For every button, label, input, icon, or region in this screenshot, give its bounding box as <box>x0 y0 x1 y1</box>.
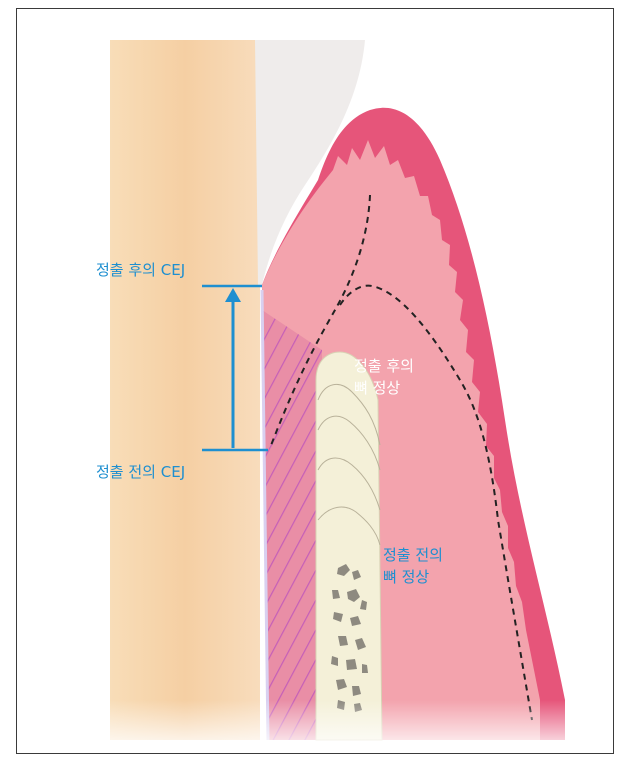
bottom-fade <box>17 700 613 755</box>
label-cej-after: 정출 후의 CEJ <box>96 260 185 280</box>
label-bone-before-line1: 정출 전의 <box>383 545 443 566</box>
label-cej-before: 정출 전의 CEJ <box>96 462 185 482</box>
label-bone-before-line2: 뼈 정상 <box>383 567 429 588</box>
periodontal-ligament <box>262 310 322 740</box>
label-bone-after-line1: 정출 후의 <box>354 356 414 377</box>
label-bone-after-line2: 뼈 정상 <box>354 378 400 399</box>
alveolar-bone <box>316 352 382 740</box>
tooth-root <box>110 40 260 740</box>
